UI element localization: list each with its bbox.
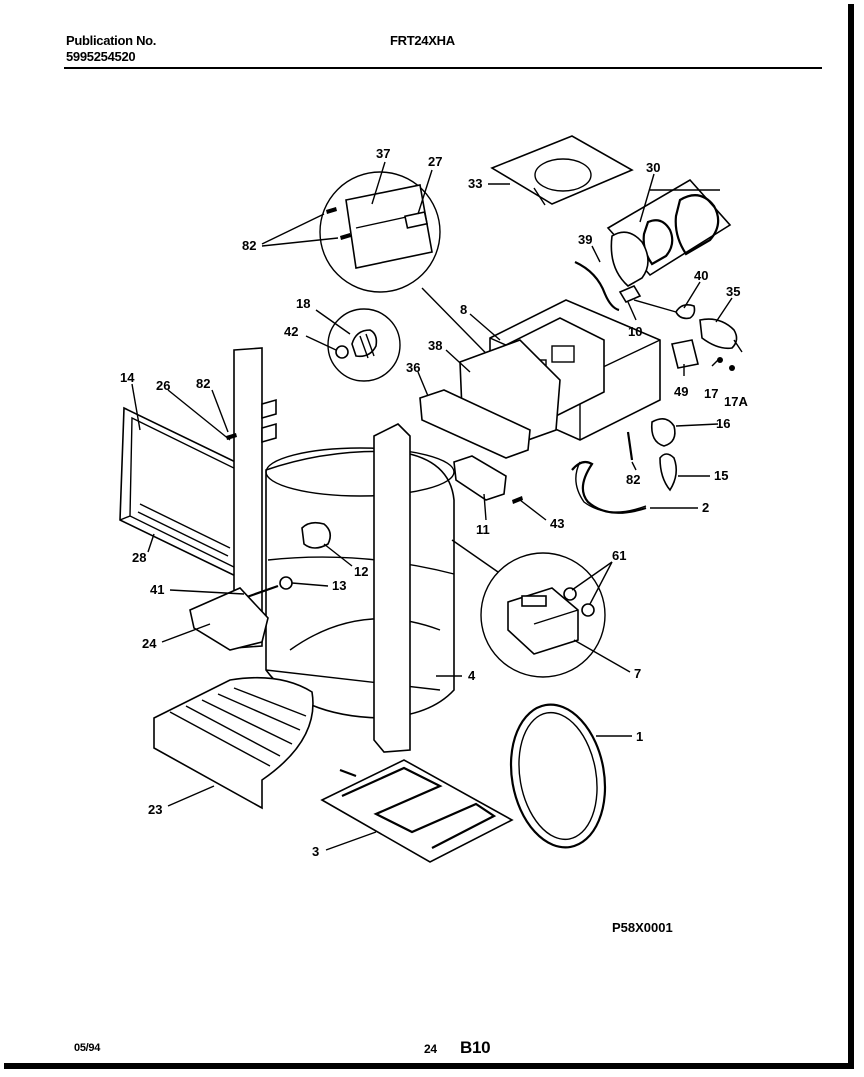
callout-14: 14	[120, 370, 135, 385]
part-49-bracket	[671, 339, 699, 369]
callout-82-left: 82	[196, 376, 210, 391]
part-10-clip	[618, 284, 642, 304]
callout-10: 10	[628, 324, 642, 339]
callout-labels: 37 27 33 30 82 39 40 35 18 8 42 10 38 36…	[120, 146, 748, 859]
callout-2: 2	[702, 500, 709, 515]
header-rule	[64, 67, 822, 69]
detail-circle-18-42	[327, 308, 401, 382]
part-12-clip	[301, 521, 332, 549]
detail-circle-switch	[451, 539, 606, 678]
part-30-housing	[606, 178, 732, 287]
callout-41: 41	[150, 582, 164, 597]
callout-61: 61	[612, 548, 626, 563]
part-33-plate	[490, 135, 634, 206]
callout-11: 11	[476, 522, 490, 537]
callout-40: 40	[694, 268, 708, 283]
callout-18: 18	[296, 296, 310, 311]
publication-number: 5995254520	[66, 49, 136, 64]
callout-1: 1	[636, 729, 643, 744]
callout-17: 17	[704, 386, 718, 401]
part-35-socket	[699, 318, 738, 350]
part-41-screw	[243, 584, 279, 600]
callout-35: 35	[726, 284, 740, 299]
callout-4: 4	[468, 668, 476, 683]
part-16-socket	[650, 418, 676, 447]
callout-12: 12	[354, 564, 368, 579]
footer-date: 05/94	[74, 1042, 101, 1054]
callout-49: 49	[674, 384, 688, 399]
part-15-bulb	[659, 453, 678, 492]
callout-17a: 17A	[724, 394, 748, 409]
callout-82-top: 82	[242, 238, 256, 253]
footer-page-number: 24	[424, 1042, 437, 1056]
footer-section: B10	[460, 1038, 491, 1057]
callout-43: 43	[550, 516, 564, 531]
callout-42: 42	[284, 324, 298, 339]
part-13-washer	[279, 576, 293, 590]
page-frame	[4, 4, 854, 1069]
callout-28: 28	[132, 550, 146, 565]
callout-8: 8	[460, 302, 467, 317]
callout-39: 39	[578, 232, 592, 247]
callout-38: 38	[428, 338, 442, 353]
callout-16: 16	[716, 416, 730, 431]
leader-lines	[131, 161, 733, 851]
callout-26: 26	[156, 378, 170, 393]
part-23-drip-tray	[153, 676, 314, 810]
part-1-gasket	[509, 703, 607, 849]
part-4-post	[373, 423, 411, 753]
part-82-screw	[626, 431, 634, 461]
part-40-sensor	[675, 304, 696, 320]
callout-13: 13	[332, 578, 346, 593]
model-number: FRT24XHA	[390, 33, 455, 48]
callout-3: 3	[312, 844, 319, 859]
detail-circle-panel	[319, 171, 521, 389]
callout-36: 36	[406, 360, 420, 375]
part-24-paddle	[189, 587, 269, 651]
callout-37: 37	[376, 146, 390, 161]
part-11-bracket	[453, 455, 507, 501]
part-36-switch-panel	[419, 389, 531, 459]
callout-27: 27	[428, 154, 442, 169]
part-3-heater	[320, 759, 514, 863]
part-2-harness	[571, 460, 647, 514]
part-26-side-bracket	[233, 347, 263, 649]
callout-30: 30	[646, 160, 660, 175]
callout-7: 7	[634, 666, 641, 681]
publication-label: Publication No.	[66, 33, 157, 48]
callout-82-bulb: 82	[626, 472, 640, 487]
part-39-wire	[574, 260, 620, 312]
callout-24: 24	[142, 636, 157, 651]
callout-33: 33	[468, 176, 482, 191]
figure-code: P58X0001	[612, 920, 673, 935]
callout-15: 15	[714, 468, 728, 483]
callout-23: 23	[148, 802, 162, 817]
